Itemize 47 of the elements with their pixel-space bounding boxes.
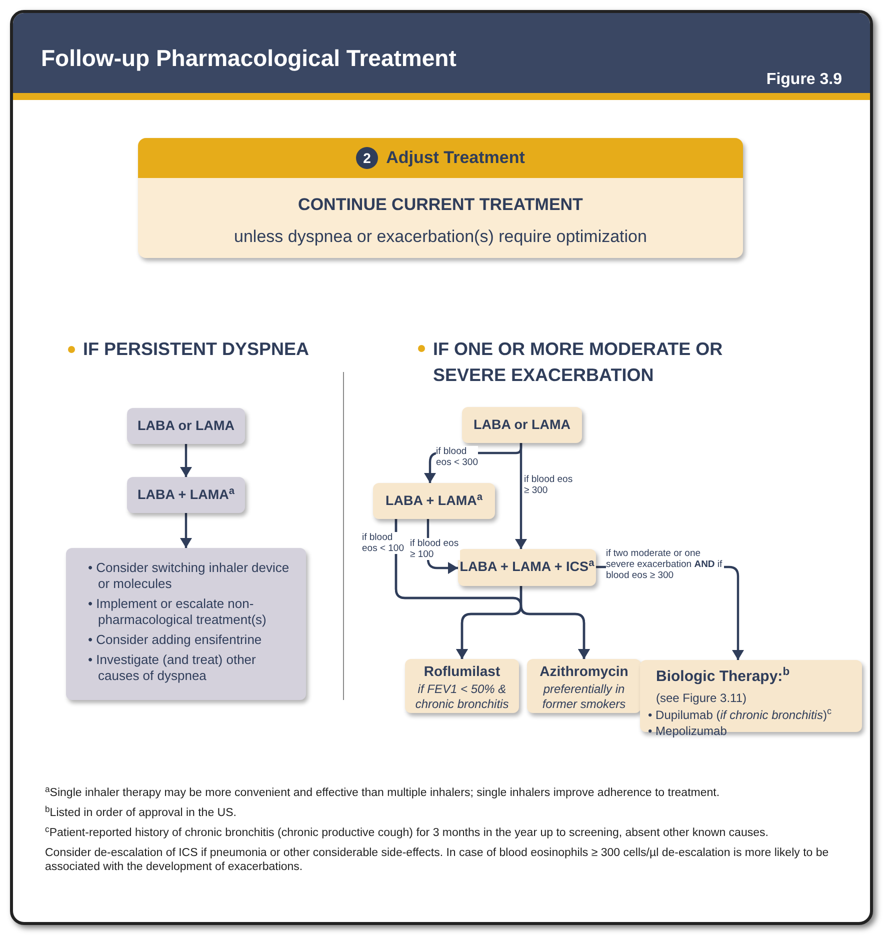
connector-arrow [515, 443, 527, 549]
instruction-heading: CONTINUE CURRENT TREATMENT [298, 194, 583, 216]
treatment-label: LABA or LAMA [138, 416, 234, 435]
recommendation-box [66, 548, 306, 700]
treatment-label: LABA or LAMA [474, 416, 570, 434]
treatment-note: if FEV1 < 50% & chronic bronchitis [414, 682, 510, 712]
edge-label: if blood eos ≥ 100 [410, 538, 460, 560]
edge-label: if blood eos < 300 [436, 446, 478, 468]
section-heading: IF ONE OR MORE MODERATE OR SEVERE EXACERBATION [433, 338, 724, 387]
treatment-label: LABA + LAMA$^{a}$ [386, 490, 482, 510]
bullet-item: • Consider adding ensifentrine [88, 632, 263, 648]
treatment-box [405, 659, 519, 713]
edge-label: if two moderate or one severe exacerbation AND if blood eos ≥ 300 [606, 548, 724, 581]
treatment-box [458, 549, 596, 586]
treatment-box [127, 408, 245, 444]
section-heading: IF PERSISTENT DYSPNEA [83, 338, 310, 361]
treatment-box [527, 659, 641, 713]
title: Follow-up Pharmacological Treatment [41, 44, 456, 73]
treatment-name: Azithromycin [540, 662, 628, 681]
footnote: $^{a}$Single inhaler therapy may be more convenient and effective than multiple inhalers; single inhalers improve adherence to treatment. [45, 786, 721, 800]
reference-note: (see Figure 3.11) [655, 690, 748, 706]
therapy-heading: Biologic Therapy:$^{b}$ [655, 666, 791, 687]
instruction-text: unless dyspnea or exacerbation(s) require optimization [234, 226, 647, 248]
instruction-panel [138, 138, 743, 258]
step-number-badge: 2 [356, 147, 378, 169]
bullet-item: • Consider switching inhaler device or molecules [88, 560, 290, 592]
treatment-box [127, 477, 245, 513]
panel-heading: Adjust Treatment [386, 147, 525, 170]
treatment-label: LABA + LAMA + ICS$^{a}$ [460, 557, 594, 576]
connector-arrow [520, 586, 590, 659]
bullet-item: • Implement or escalate non-pharmacological treatment(s) [88, 596, 268, 628]
bullet-item: • Dupilumab (if chronic bronchitis)$^{c}$ [648, 706, 832, 722]
edge-label: if blood eos < 100 [362, 532, 407, 554]
treatment-box [462, 407, 582, 443]
treatment-label: LABA + LAMA$^{a}$ [138, 484, 234, 504]
bullet-item: • Investigate (and treat) other causes of dyspnea [88, 652, 257, 684]
connector-arrow [180, 444, 192, 477]
figure-number: Figure 3.9 [766, 70, 842, 90]
connector-arrow [180, 513, 192, 548]
treatment-note: preferentially in former smokers [541, 682, 627, 712]
footnote: $^{c}$Patient-reported history of chronic bronchitis (chronic productive cough) for 3 months in the year up to screening, absent other known causes. [45, 826, 770, 840]
footnote: $^{b}$Listed in order of approval in the US. [45, 806, 238, 820]
edge-label: if blood eos ≥ 300 [524, 474, 574, 496]
treatment-name: Roflumilast [424, 662, 500, 680]
footnote: Consider de-escalation of ICS if pneumonia or other considerable side-effects. In case of blood eosinophils ≥ 300 cells/µl de-escalation is more likely to be associated with the development of exacerbations. [45, 846, 830, 874]
bullet-item: • Mepolizumab [648, 722, 728, 738]
treatment-box [373, 483, 495, 519]
